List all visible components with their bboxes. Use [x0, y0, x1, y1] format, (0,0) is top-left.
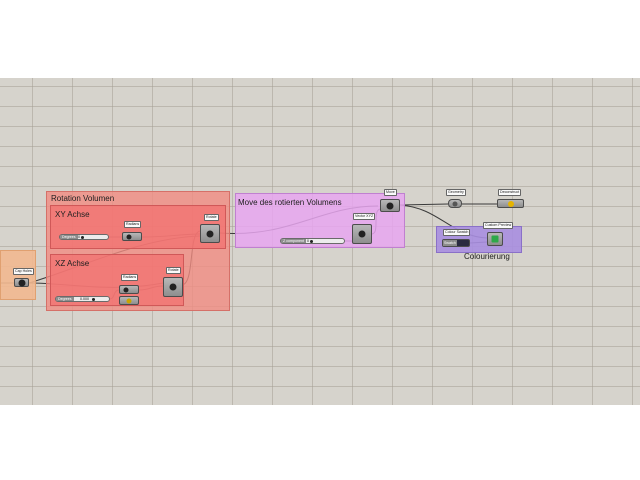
vector-xyz-label: Vector XYZ: [353, 213, 376, 220]
radians-icon: [126, 234, 132, 239]
xz-axis-title: XZ Achse: [55, 259, 90, 268]
z-slider-tag: Z component: [281, 239, 306, 243]
xz-degrees-slider[interactable]: Degrees 0.000: [55, 296, 110, 302]
radians-xz-label: Radians: [121, 274, 139, 281]
move-group-title: Move des rotierten Volumens: [238, 198, 342, 207]
xz-slider-value: 0.000: [80, 297, 89, 301]
cap-holes-component[interactable]: [14, 278, 29, 287]
xy-slider-tag: Degrees: [60, 235, 78, 239]
rotate-xz-component[interactable]: [163, 277, 183, 297]
xy-slider-grip[interactable]: [81, 236, 84, 239]
radians-xy-component[interactable]: [122, 232, 142, 241]
xz-secondary-component[interactable]: [119, 296, 139, 305]
custom-preview-label: Custom Preview: [483, 222, 514, 229]
custom-preview-component[interactable]: [487, 232, 503, 246]
rotation-group-title: Rotation Volumen: [51, 194, 115, 203]
z-component-slider[interactable]: Z component 0: [280, 238, 345, 244]
swatch-tag: Swatch: [443, 240, 457, 246]
xy-axis-title: XY Achse: [55, 210, 90, 219]
geometry-icon: [452, 201, 458, 206]
move-component[interactable]: [380, 199, 400, 212]
rotate-xz-label: Rotate: [166, 267, 181, 274]
cap-holes-icon: [18, 279, 25, 286]
preview-icon: [491, 235, 499, 243]
xz-slider-grip[interactable]: [92, 298, 95, 301]
rotate-icon: [169, 283, 177, 291]
colour-group-title: Colourierung: [464, 252, 510, 261]
grasshopper-canvas[interactable]: Cap Holes Rotation Volumen XY Achse XZ A…: [0, 78, 640, 405]
deconstruct-label: Deconstruct: [498, 189, 522, 196]
radians-xy-label: Radians: [124, 221, 142, 228]
cap-holes-group[interactable]: [0, 250, 36, 300]
colour-swatch-label: Colour Swatch: [443, 229, 471, 236]
move-icon: [386, 202, 394, 209]
vector-icon: [358, 230, 366, 238]
geometry-label: Geometry: [446, 189, 466, 196]
z-slider-grip[interactable]: [310, 240, 313, 243]
colour-swatch-component[interactable]: Swatch: [442, 239, 470, 247]
xy-degrees-slider[interactable]: Degrees 0: [59, 234, 109, 240]
xz-slider-tag: Degrees: [56, 297, 74, 301]
component-icon: [126, 298, 132, 303]
wire[interactable]: [399, 203, 449, 206]
z-slider-value: 0: [307, 239, 309, 243]
xy-slider-value: 0: [78, 235, 80, 239]
move-label: Move: [384, 189, 397, 196]
cap-holes-label: Cap Holes: [13, 268, 34, 275]
rotate-icon: [206, 230, 214, 237]
vector-xyz-component[interactable]: [352, 224, 372, 244]
radians-icon: [123, 287, 129, 292]
geometry-component[interactable]: [448, 199, 462, 208]
deconstruct-component[interactable]: [497, 199, 524, 208]
deconstruct-icon: [507, 200, 514, 207]
radians-xz-component[interactable]: [119, 285, 139, 294]
rotate-xy-label: Rotate: [204, 214, 219, 221]
rotate-xy-component[interactable]: [200, 224, 220, 243]
